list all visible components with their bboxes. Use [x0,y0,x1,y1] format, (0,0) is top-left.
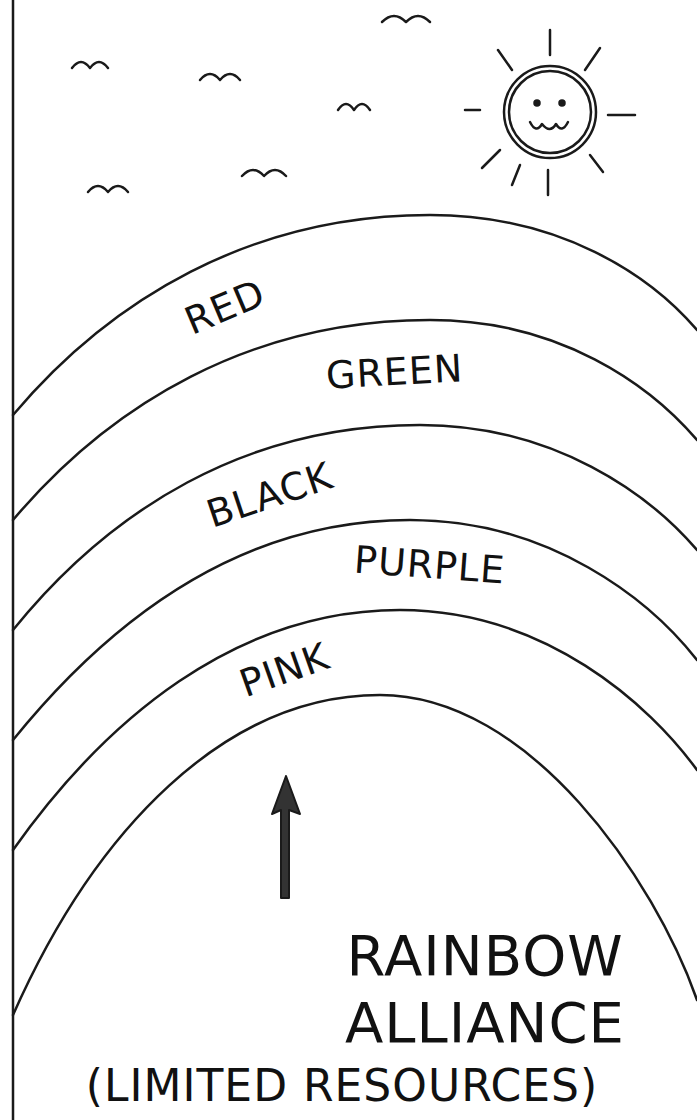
rainbow-arc [13,320,697,520]
rainbow-band: BLACK [193,449,347,543]
rainbow-band: RED [170,266,280,350]
rainbow-band: GREEN [317,344,473,402]
rainbow-band: PINK [226,629,344,712]
birds [72,16,430,192]
frame-line [12,0,15,1120]
group-note: (LIMITED RESOURCES) [22,1062,662,1110]
band-label: PINK [235,636,335,706]
band-label: GREEN [325,349,464,398]
band-label: PURPLE [353,540,507,593]
rainbow-arc [13,520,697,740]
rainbow-arc [13,215,697,415]
band-label: BLACK [202,455,338,536]
sun [465,30,635,195]
rainbow-band: PURPLE [345,535,515,597]
rainbow-arc [13,425,697,630]
band-label: RED [179,273,271,344]
group-name: RAINBOW ALLIANCE [290,922,680,1056]
rainbow-arc [13,610,697,850]
pointer-arrow [272,776,300,898]
